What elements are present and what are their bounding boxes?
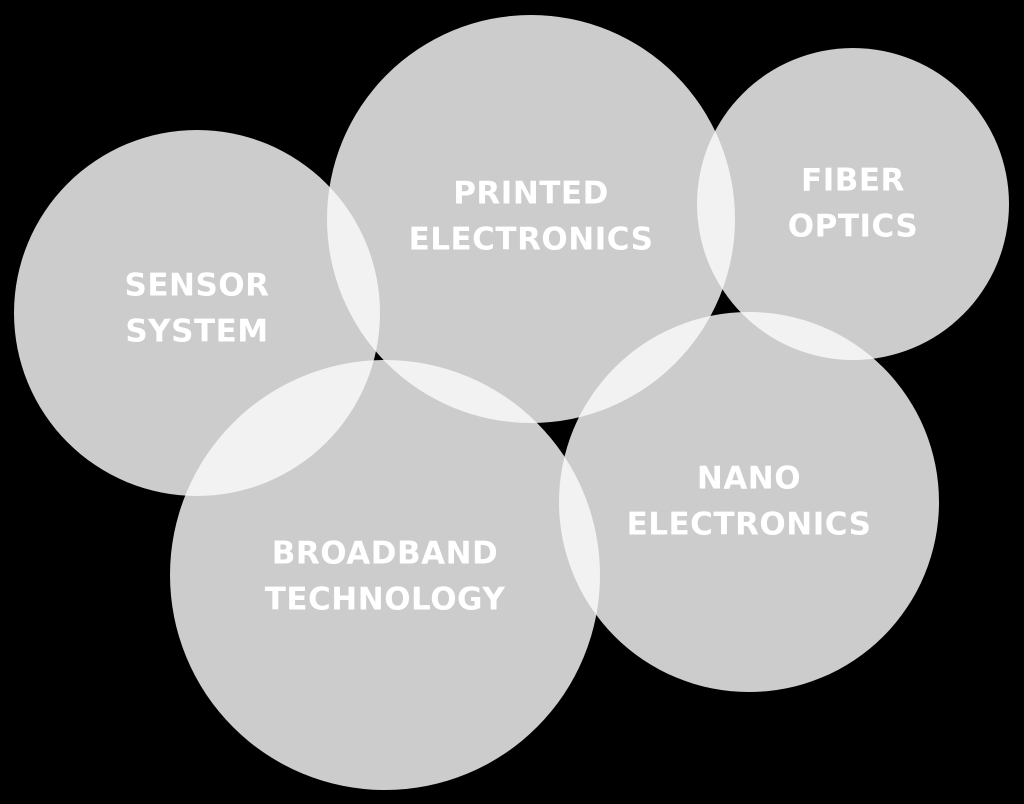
printed-electronics-circle bbox=[327, 15, 735, 423]
broadband-technology-label: BROADBAND TECHNOLOGY bbox=[265, 536, 506, 618]
fiber-optics-label-line: FIBER bbox=[801, 163, 905, 199]
nano-electronics-label: NANO ELECTRONICS bbox=[627, 461, 872, 543]
fiber-optics-label-line: OPTICS bbox=[788, 209, 918, 245]
sensor-system-label-line: SYSTEM bbox=[125, 314, 268, 350]
fiber-optics-label: FIBER OPTICS bbox=[788, 163, 918, 245]
sensor-system-label: SENSOR SYSTEM bbox=[125, 268, 270, 350]
labels-layer: SENSOR SYSTEM PRINTED ELECTRONICS FIBER OPTIC… bbox=[125, 163, 918, 618]
fiber-optics-circle bbox=[697, 48, 1009, 360]
printed-electronics-label-line: PRINTED bbox=[453, 176, 609, 212]
broadband-technology-label-line: BROADBAND bbox=[272, 536, 499, 572]
nano-electronics-label-line: ELECTRONICS bbox=[627, 507, 872, 543]
nano-electronics-circle bbox=[559, 312, 939, 692]
nano-electronics-label-line: NANO bbox=[697, 461, 801, 497]
broadband-technology-label-line: TECHNOLOGY bbox=[265, 582, 506, 618]
printed-electronics-label: PRINTED ELECTRONICS bbox=[409, 176, 654, 258]
overlap-sensor-system-broadband-technology bbox=[170, 360, 380, 496]
printed-electronics-label-line: ELECTRONICS bbox=[409, 222, 654, 258]
sensor-system-label-line: SENSOR bbox=[125, 268, 270, 304]
